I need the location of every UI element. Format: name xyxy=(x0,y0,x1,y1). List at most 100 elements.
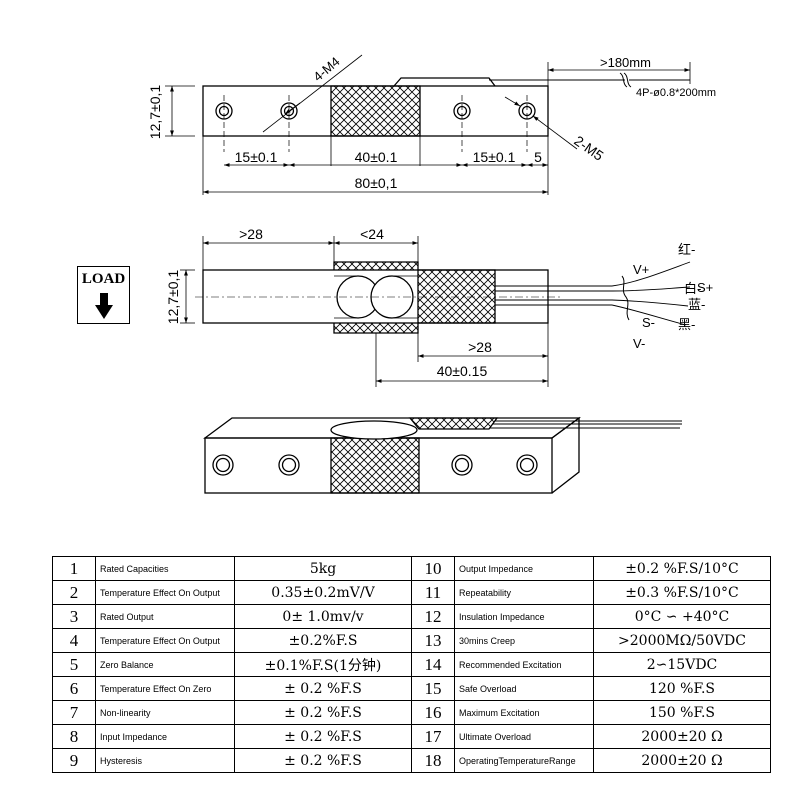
spec-name: Recommended Excitation xyxy=(454,652,594,677)
spec-name: Rated Capacities xyxy=(95,556,235,581)
spec-number: 3 xyxy=(52,604,96,629)
perspective-hole xyxy=(212,454,234,476)
top-view-dim-15-left: 15±0.1 xyxy=(235,149,278,165)
spec-name: Maximum Excitation xyxy=(454,700,594,725)
spec-value: >2000MΩ/50VDC xyxy=(593,628,771,653)
down-arrow-icon xyxy=(94,293,113,319)
spec-name: OperatingTemperatureRange xyxy=(454,748,594,773)
spec-value: ±0.2 %F.S/10°C xyxy=(593,556,771,581)
load-cell-drawing: 12,7±0,1 4-M4 2-M5 >180mm 4P-ø0.8*200mm … xyxy=(147,54,716,494)
spec-value: 2∽15VDC xyxy=(593,652,771,677)
wire-red-label: 红- xyxy=(678,242,695,258)
wire-white-label: 白- xyxy=(684,281,701,297)
spec-name: Temperature Effect On Output xyxy=(95,628,235,653)
v-minus-label: V- xyxy=(633,336,645,351)
load-label: LOAD xyxy=(81,271,126,287)
spec-value: ±0.3 %F.S/10°C xyxy=(593,580,771,605)
side-view-dim-40: 40±0.15 xyxy=(437,363,488,379)
spec-name: Temperature Effect On Zero xyxy=(95,676,235,701)
spec-number: 4 xyxy=(52,628,96,653)
top-view-dim-40: 40±0.1 xyxy=(355,149,398,165)
perspective-hole xyxy=(451,454,473,476)
side-view-dim-28-bottom: >28 xyxy=(468,339,492,355)
top-view-height-dim: 12,7±0,1 xyxy=(147,85,163,140)
spec-name: Rated Output xyxy=(95,604,235,629)
wire-black-label: 黑- xyxy=(678,318,695,333)
top-view-dim-5: 5 xyxy=(534,149,542,165)
v-plus-label: V+ xyxy=(633,262,649,277)
spec-number: 16 xyxy=(411,700,455,725)
spec-number: 9 xyxy=(52,748,96,773)
top-view-cable-cover xyxy=(393,77,496,87)
spec-number: 14 xyxy=(411,652,455,677)
side-view-height-dim: 12,7±0,1 xyxy=(165,270,181,325)
top-view-strain-gauge xyxy=(330,85,421,137)
spec-name: Repeatability xyxy=(454,580,594,605)
spec-value: 0± 1.0mv/v xyxy=(234,604,412,629)
spec-name: Insulation Impedance xyxy=(454,604,594,629)
perspective-side-face xyxy=(551,416,580,494)
load-direction-box: LOAD xyxy=(77,266,130,324)
perspective-strain-gauge xyxy=(330,437,420,494)
wire-blue-label: 蓝- xyxy=(688,298,705,313)
spec-name: Safe Overload xyxy=(454,676,594,701)
spec-value: 0.35±0.2mV/V xyxy=(234,580,412,605)
side-view-dim-24: <24 xyxy=(360,226,384,242)
spec-number: 6 xyxy=(52,676,96,701)
top-view-dim-80: 80±0,1 xyxy=(355,175,398,191)
spec-number: 12 xyxy=(411,604,455,629)
spec-value: ± 0.2 %F.S xyxy=(234,748,412,773)
spec-number: 2 xyxy=(52,580,96,605)
spec-value: 5kg xyxy=(234,556,412,581)
side-view-cable-wrap xyxy=(417,269,496,324)
spec-value: ± 0.2 %F.S xyxy=(234,724,412,749)
spec-value: 2000±20 Ω xyxy=(593,724,771,749)
spec-number: 8 xyxy=(52,724,96,749)
spec-value: 0°C ∽ +40°C xyxy=(593,604,771,629)
spec-number: 18 xyxy=(411,748,455,773)
spec-number: 11 xyxy=(411,580,455,605)
s-minus-label: S- xyxy=(642,315,655,330)
spec-value: ± 0.2 %F.S xyxy=(234,700,412,725)
spec-value: 120 %F.S xyxy=(593,676,771,701)
perspective-hole xyxy=(278,454,300,476)
spec-name: Ultimate Overload xyxy=(454,724,594,749)
spec-number: 17 xyxy=(411,724,455,749)
top-view-cable-min: >180mm xyxy=(600,55,651,70)
side-view xyxy=(180,236,691,387)
spec-name: Non-linearity xyxy=(95,700,235,725)
spec-name: Zero Balance xyxy=(95,652,235,677)
top-view-dim-15-right: 15±0.1 xyxy=(473,149,516,165)
s-plus-label: S+ xyxy=(697,280,713,295)
spec-value: 2000±20 Ω xyxy=(593,748,771,773)
spec-value: ±0.2%F.S xyxy=(234,628,412,653)
spec-number: 13 xyxy=(411,628,455,653)
spec-name: Input Impedance xyxy=(95,724,235,749)
spec-name: Temperature Effect On Output xyxy=(95,580,235,605)
spec-name: Hysteresis xyxy=(95,748,235,773)
spec-number: 15 xyxy=(411,676,455,701)
perspective-view xyxy=(203,416,682,494)
spec-name: Output Impedance xyxy=(454,556,594,581)
top-view-hole-label-m5: 2-M5 xyxy=(571,132,606,164)
spec-number: 10 xyxy=(411,556,455,581)
spec-value: ± 0.2 %F.S xyxy=(234,676,412,701)
top-view-cable-spec: 4P-ø0.8*200mm xyxy=(636,87,716,99)
spec-name: 30mins Creep xyxy=(454,628,594,653)
spec-number: 5 xyxy=(52,652,96,677)
top-view xyxy=(165,54,691,195)
spec-value: ±0.1%F.S(1分钟) xyxy=(234,652,412,677)
perspective-hole xyxy=(516,454,538,476)
side-view-dim-28-top: >28 xyxy=(239,226,263,242)
spec-number: 1 xyxy=(52,556,96,581)
